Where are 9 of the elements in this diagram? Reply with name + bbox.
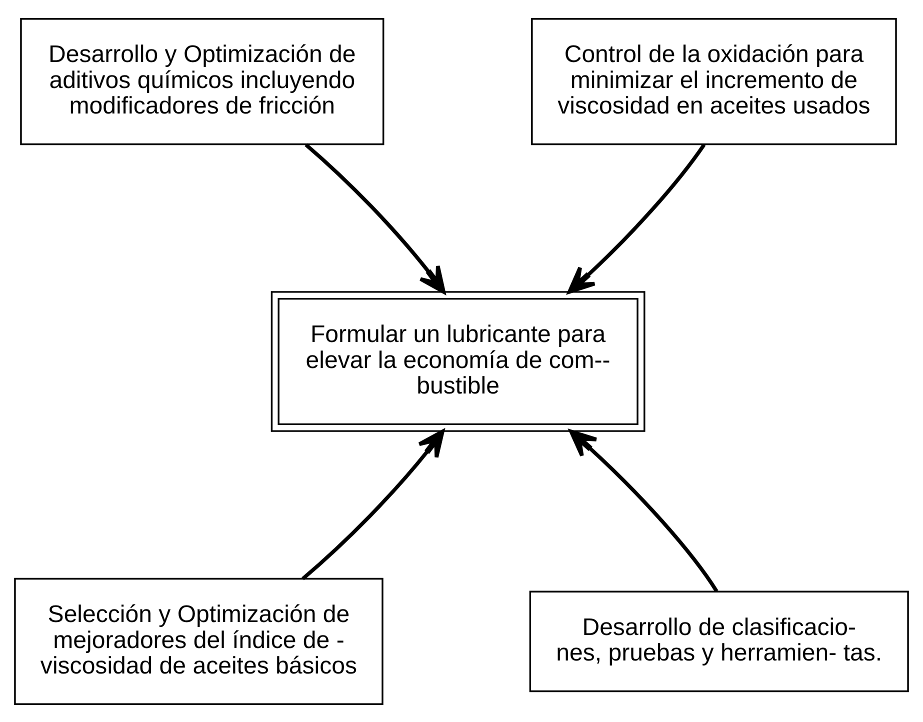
node-box: Formular un lubricante para elevar la economía de com-- bustible <box>270 290 646 432</box>
node-box: Desarrollo y Optimización de aditivos químicos incluyendo modificadores de fricción <box>20 18 384 145</box>
arrow <box>568 143 706 294</box>
node-box: Selección y Optimización de mejoradores del índice de - viscosidad de aceites básicos <box>14 577 384 704</box>
arrow <box>304 142 446 294</box>
node-box: Desarrollo de clasificacio- nes, pruebas y herramien- tas. <box>529 590 909 692</box>
arrow <box>569 429 718 592</box>
node-box: Control de la oxidación para minimizar el incremento de viscosidad en aceites usados <box>531 18 897 145</box>
arrow <box>302 429 444 580</box>
